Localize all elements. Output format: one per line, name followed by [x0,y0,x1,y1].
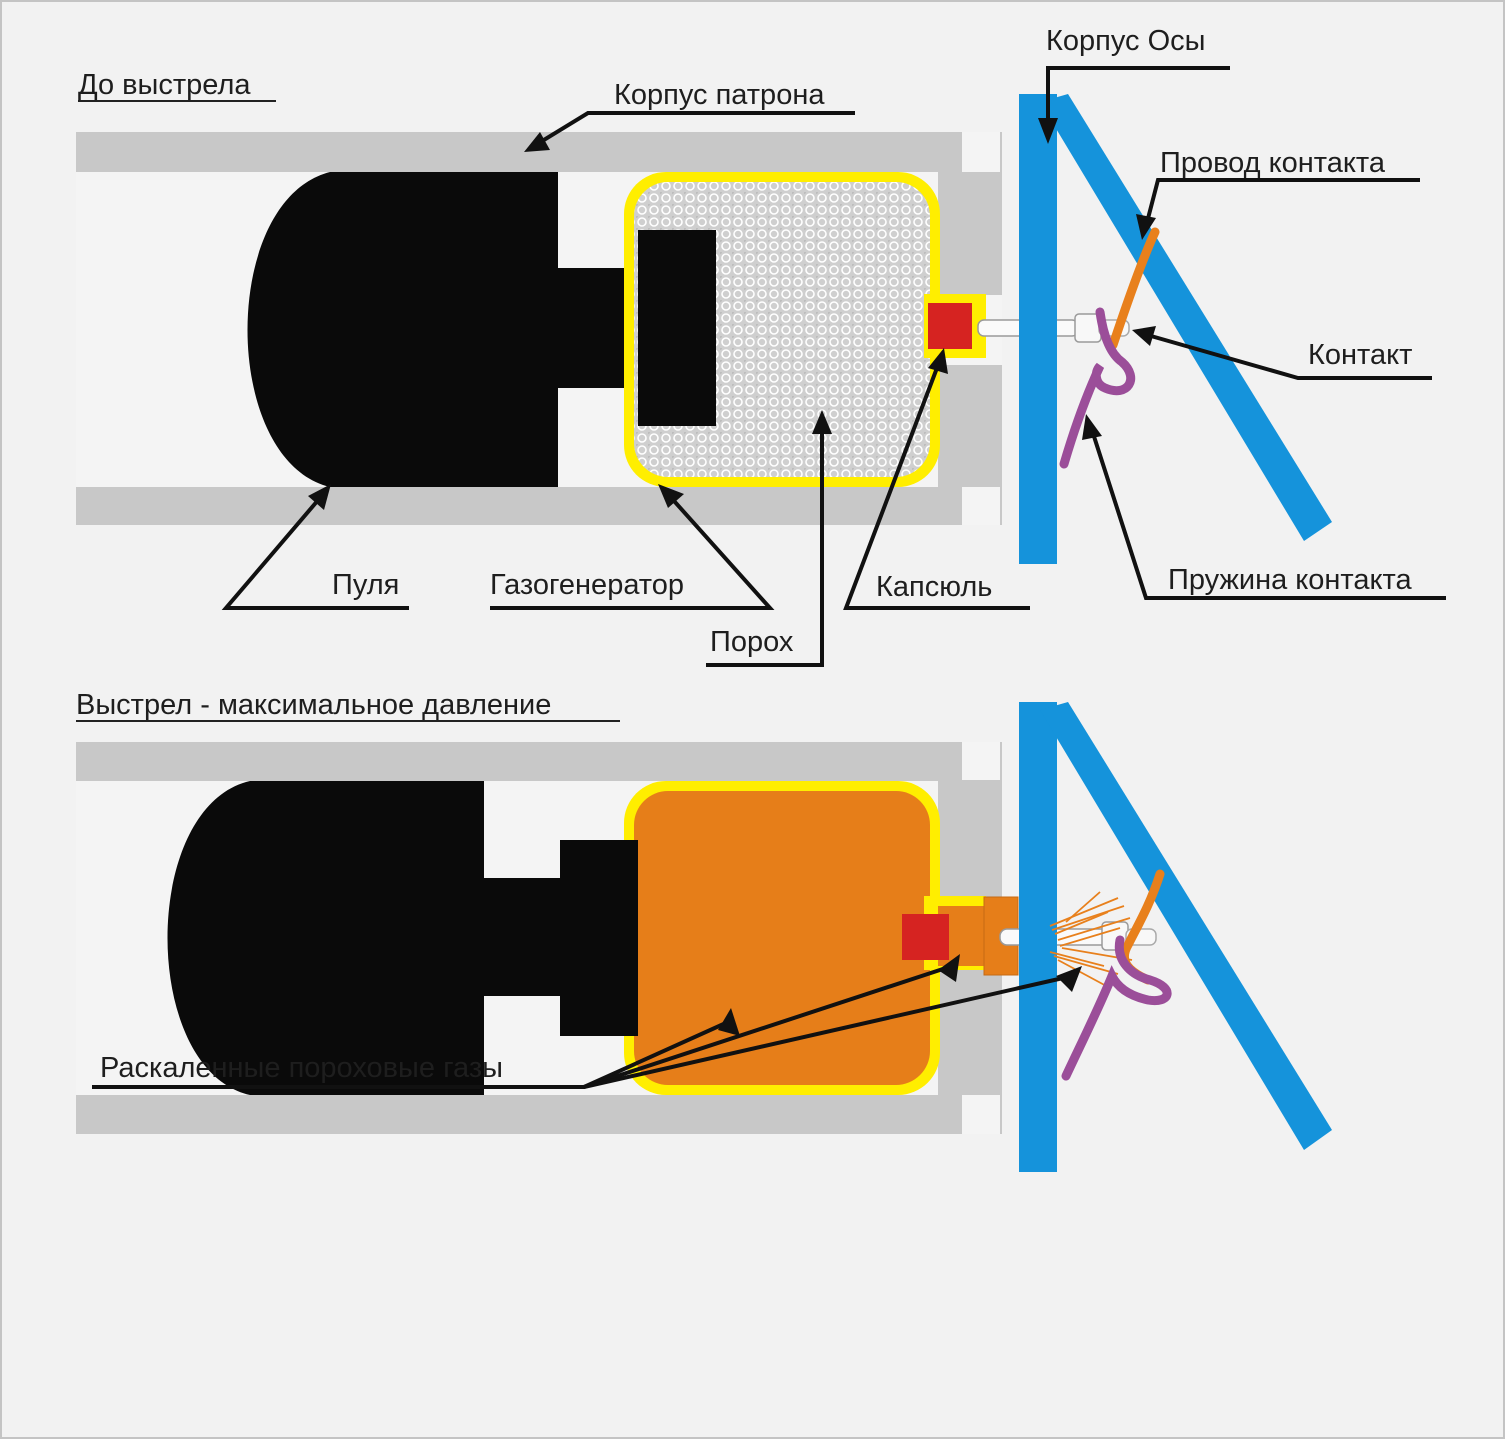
device-diagonal-top [1040,94,1332,541]
top-panel: До выстрела Корпус патрона Корпус Осы Пр… [76,25,1446,667]
leader-lines-top [221,66,1446,667]
bottom-panel: Выстрел - максимальное давление [76,689,1332,1172]
label-hot-gases: Раскаленные пороховые газы [100,1052,503,1084]
label-case-body: Корпус патрона [614,79,825,111]
label-contact-spring: Пружина контакта [1168,564,1412,596]
case-notch-bottom-2 [962,1095,1000,1134]
leader-lines-bottom [92,964,1073,1089]
case-notch-top-1 [962,132,1000,172]
bottom-heading: Выстрел - максимальное давление [76,689,551,721]
primer-top [928,303,972,349]
label-contact: Контакт [1308,339,1412,371]
bullet-stem-top [638,230,716,426]
contact-spring-top [1059,307,1136,469]
label-bullet: Пуля [332,569,399,601]
gas-sparks [1049,891,1133,989]
hot-gases-fill [634,791,930,1085]
device-plate-top [1019,94,1057,564]
bullet-bottom [167,781,560,1095]
device-diagonal-bottom [1040,702,1332,1150]
case-notch-top-2 [962,487,1000,525]
label-device-body: Корпус Осы [1046,25,1206,57]
label-powder: Порох [710,626,794,658]
device-plate-bottom [1019,702,1057,1172]
contact-wire-top [1108,227,1160,350]
bullet-stem-bottom [560,840,638,1036]
bullet-top [247,172,632,487]
arrowheads-bottom [718,954,1082,1036]
primer-bottom [902,914,949,960]
contact-spring-bottom [1061,935,1172,1081]
label-contact-wire: Провод контакта [1160,147,1386,179]
arrowheads-top [308,118,1156,510]
label-primer: Капсюль [876,571,992,603]
label-gas-generator: Газогенератор [490,569,684,601]
case-notch-bottom-1 [962,742,1000,780]
top-heading: До выстрела [78,69,251,101]
